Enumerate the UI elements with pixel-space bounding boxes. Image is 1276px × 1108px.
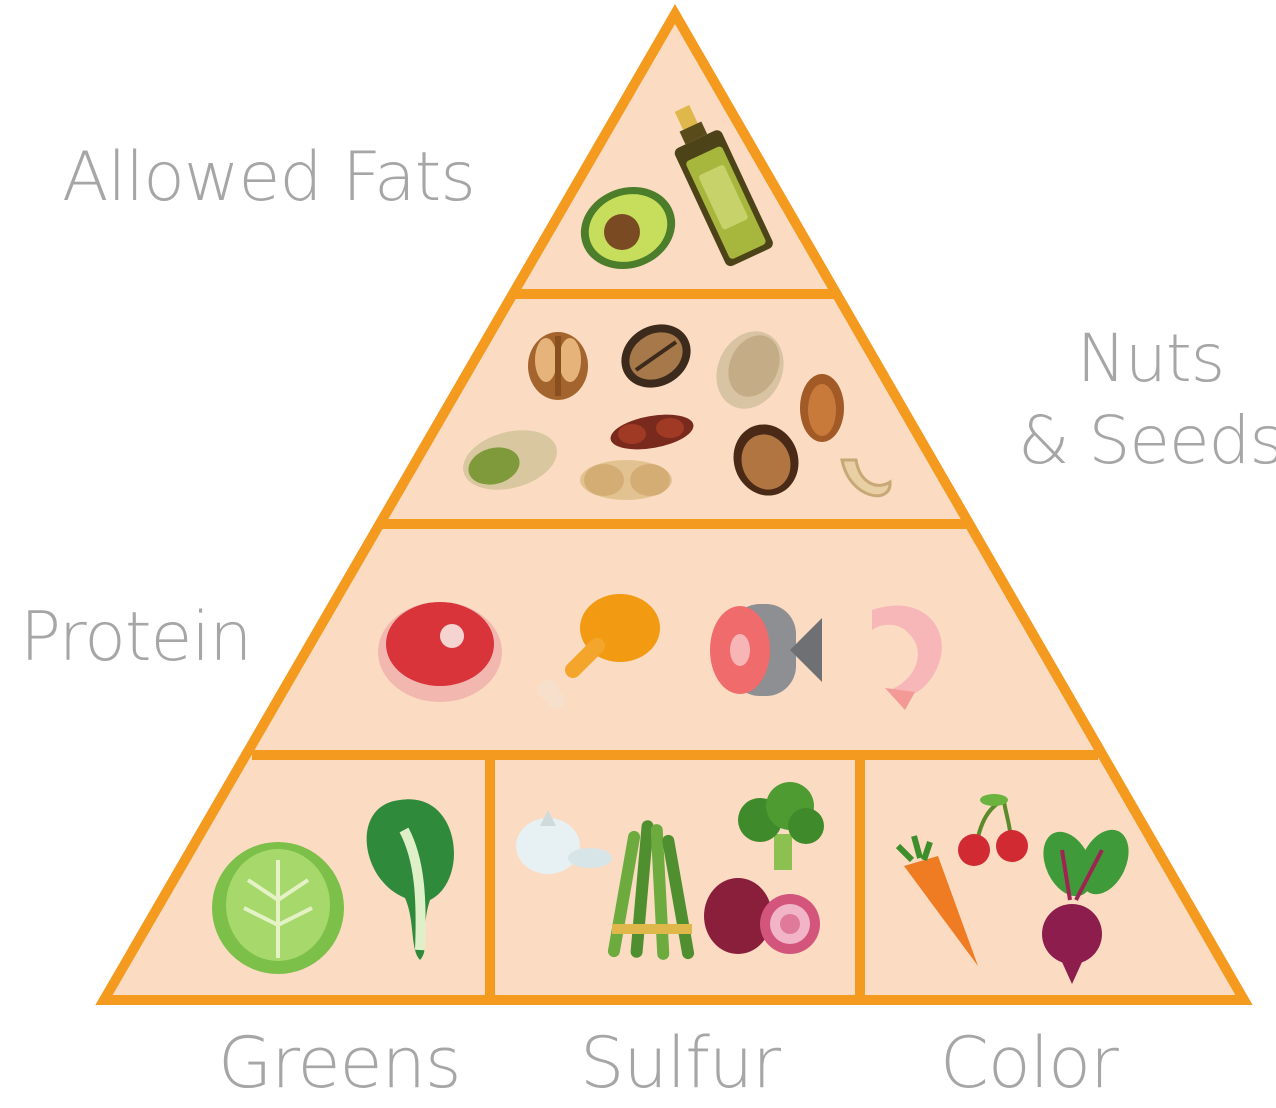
walnut-icon	[528, 332, 588, 400]
base-label-sulfur: Sulfur	[580, 1022, 780, 1104]
tier-label-protein: Protein	[20, 598, 251, 677]
tier-label-allowed-fats: Allowed Fats	[62, 138, 475, 217]
peanut-icon	[580, 460, 672, 500]
tier-label-seeds-line: & Seeds	[1018, 400, 1276, 482]
base-label-greens: Greens	[218, 1022, 460, 1104]
steak-icon	[378, 602, 502, 702]
base-label-color: Color	[940, 1022, 1118, 1104]
tier-label-nuts-line: Nuts	[1018, 318, 1276, 400]
tier-label-nuts-seeds: Nuts & Seeds	[1018, 318, 1276, 482]
brazil-nut-icon	[800, 374, 844, 442]
cabbage-icon	[212, 842, 344, 974]
